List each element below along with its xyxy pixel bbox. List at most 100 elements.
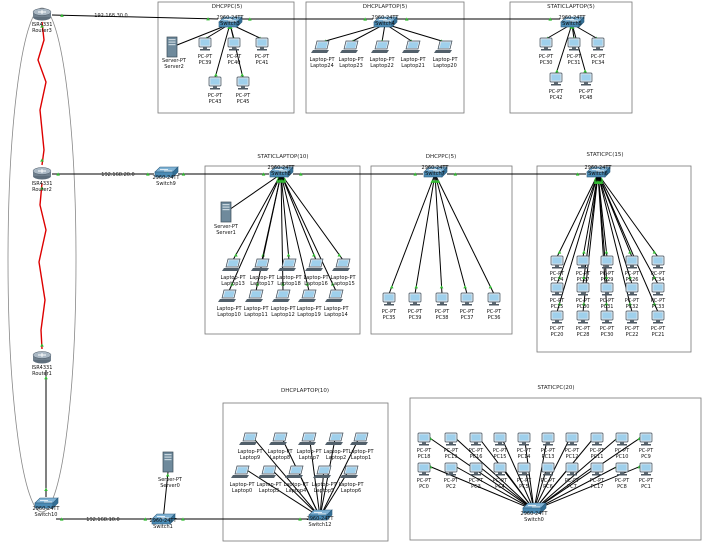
network-link[interactable] [475,463,535,511]
network-link[interactable] [232,173,282,261]
network-link[interactable] [533,463,598,511]
network-link[interactable] [384,23,446,43]
network-link[interactable] [268,466,321,518]
pc-icon[interactable] [517,462,531,476]
network-link[interactable] [582,173,599,285]
pc-icon[interactable] [550,310,564,324]
laptop-icon[interactable] [221,258,241,272]
pc-icon[interactable] [576,255,590,269]
pc-icon[interactable] [576,282,590,296]
pc-icon[interactable] [639,462,653,476]
router-icon[interactable] [32,167,52,180]
network-link[interactable] [280,173,317,261]
pc-icon[interactable] [487,292,501,306]
pc-icon[interactable] [517,432,531,446]
pc-icon[interactable] [625,255,639,269]
network-link[interactable] [423,463,535,511]
pc-icon[interactable] [408,292,422,306]
network-link[interactable] [434,173,443,295]
pc-icon[interactable] [417,462,431,476]
pc-icon[interactable] [198,37,212,51]
network-link[interactable] [214,23,231,79]
pc-icon[interactable] [565,432,579,446]
pc-icon[interactable] [590,462,604,476]
pc-icon[interactable] [615,432,629,446]
laptop-icon[interactable] [297,289,317,303]
pc-icon[interactable] [550,282,564,296]
laptop-icon[interactable] [433,40,453,54]
laptop-icon[interactable] [257,465,277,479]
laptop-icon[interactable] [331,258,351,272]
pc-icon[interactable] [600,255,614,269]
network-link[interactable] [582,173,599,258]
pc-icon[interactable] [417,432,431,446]
laptop-icon[interactable] [250,258,270,272]
pc-icon[interactable] [382,292,396,306]
pc-icon[interactable] [600,310,614,324]
pc-icon[interactable] [639,432,653,446]
pc-icon[interactable] [539,37,553,51]
network-link[interactable] [533,433,549,511]
pc-icon[interactable] [541,432,555,446]
laptop-icon[interactable] [277,258,297,272]
network-link[interactable] [533,463,623,511]
network-link[interactable] [388,173,436,295]
server-icon[interactable] [162,451,174,473]
pc-icon[interactable] [460,292,474,306]
laptop-icon[interactable] [271,289,291,303]
network-link[interactable] [597,173,633,285]
network-link[interactable] [162,471,169,522]
pc-icon[interactable] [493,462,507,476]
network-link[interactable] [255,173,282,292]
pc-icon[interactable] [255,37,269,51]
pc-icon[interactable] [651,255,665,269]
server-icon[interactable] [220,201,232,223]
network-link[interactable] [229,23,244,79]
pc-icon[interactable] [651,282,665,296]
serial-link[interactable] [37,21,47,166]
network-link[interactable] [280,173,337,292]
network-link[interactable] [555,23,573,75]
network-link[interactable] [51,14,219,20]
server-icon[interactable] [166,36,178,58]
network-link[interactable] [450,463,535,511]
laptop-icon[interactable] [268,432,288,446]
pc-icon[interactable] [435,292,449,306]
network-link[interactable] [414,173,436,295]
laptop-icon[interactable] [324,289,344,303]
laptop-icon[interactable] [230,465,250,479]
laptop-icon[interactable] [312,465,332,479]
network-link[interactable] [280,173,284,292]
network-link[interactable] [280,173,344,261]
pc-icon[interactable] [550,255,564,269]
laptop-icon[interactable] [339,40,359,54]
network-link[interactable] [280,173,290,261]
pc-icon[interactable] [579,72,593,86]
network-link[interactable] [556,173,599,258]
laptop-icon[interactable] [217,289,237,303]
network-link[interactable] [225,173,282,213]
laptop-icon[interactable] [238,432,258,446]
network-link[interactable] [241,466,321,518]
laptop-icon[interactable] [349,432,369,446]
network-link[interactable] [249,433,321,518]
pc-icon[interactable] [625,310,639,324]
router-icon[interactable] [32,8,52,21]
network-link[interactable] [434,173,495,295]
network-link[interactable] [280,173,310,292]
pc-icon[interactable] [469,432,483,446]
network-link[interactable] [319,433,362,518]
laptop-icon[interactable] [297,432,317,446]
router-icon[interactable] [32,351,52,364]
network-link[interactable] [533,433,647,511]
network-link[interactable] [171,23,231,48]
pc-icon[interactable] [549,72,563,86]
pc-icon[interactable] [600,282,614,296]
network-link[interactable] [450,433,535,511]
laptop-icon[interactable] [401,40,421,54]
network-link[interactable] [597,173,659,258]
pc-icon[interactable] [236,76,250,90]
laptop-icon[interactable] [310,40,330,54]
pc-icon[interactable] [444,432,458,446]
